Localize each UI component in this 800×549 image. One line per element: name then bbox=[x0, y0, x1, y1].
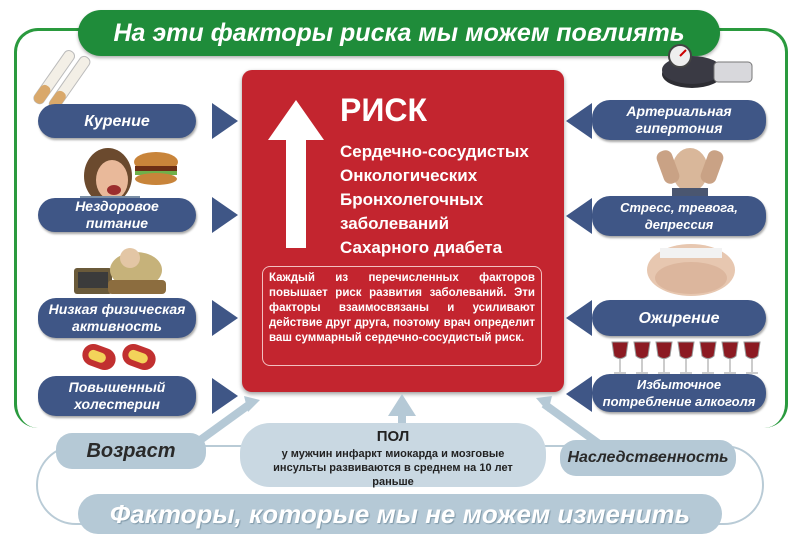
arrow-left-icon bbox=[566, 198, 592, 234]
arrow-right-icon bbox=[212, 300, 238, 336]
risk-line: Сердечно-сосудистых bbox=[340, 142, 529, 161]
factor-low-activity: Низкая физическая активность bbox=[38, 298, 196, 338]
factor-hypertension: Артериальная гипертония bbox=[592, 100, 766, 140]
fixed-factor-age-label: Возраст bbox=[86, 439, 176, 462]
risk-diseases-list: Сердечно-сосудистых Онкологических Бронх… bbox=[340, 140, 529, 260]
risk-line: Онкологических bbox=[340, 166, 478, 185]
factor-cholesterol: Повышенный холестерин bbox=[38, 376, 196, 416]
factor-smoking: Курение bbox=[38, 104, 196, 138]
risk-note: Каждый из перечисленных факторов повышае… bbox=[262, 266, 542, 366]
arrow-right-icon bbox=[212, 378, 238, 414]
factor-unhealthy-diet: Нездоровое питание bbox=[38, 198, 196, 232]
fixed-factor-age: Возраст bbox=[56, 433, 206, 469]
factor-obesity: Ожирение bbox=[592, 300, 766, 336]
fixed-factor-sex: ПОЛ у мужчин инфаркт миокарда и мозговые… bbox=[240, 423, 546, 488]
couch-tv-icon bbox=[74, 248, 166, 294]
stressed-man-icon bbox=[656, 148, 724, 202]
factor-smoking-label: Курение bbox=[84, 112, 150, 130]
factor-stress-label: Стресс, тревога, депрессия bbox=[620, 200, 738, 232]
factor-stress: Стресс, тревога, депрессия bbox=[592, 196, 766, 236]
factor-obesity-label: Ожирение bbox=[638, 309, 720, 327]
fixed-factor-heredity-label: Наследственность bbox=[567, 449, 729, 466]
factor-low-activity-label: Низкая физическая активность bbox=[48, 301, 186, 334]
arrow-left-icon bbox=[566, 103, 592, 139]
risk-line: Сахарного диабета bbox=[340, 238, 503, 257]
arrow-left-icon bbox=[566, 300, 592, 336]
cigarettes-icon bbox=[33, 50, 91, 111]
factor-cholesterol-label: Повышенный холестерин bbox=[68, 379, 166, 412]
page-title: На эти факторы риска мы можем повлиять bbox=[78, 10, 720, 56]
tonometer-icon bbox=[662, 44, 753, 88]
factor-unhealthy-diet-label: Нездоровое питание bbox=[75, 198, 159, 231]
risk-line: заболеваний bbox=[340, 214, 450, 233]
factor-alcohol-label: Избыточное потребление алкоголя bbox=[602, 377, 756, 409]
artery-icon bbox=[82, 343, 156, 371]
fixed-factor-heredity: Наследственность bbox=[560, 440, 736, 476]
burger-eating-icon bbox=[80, 148, 178, 208]
wine-glasses-icon bbox=[611, 341, 761, 374]
factor-alcohol: Избыточное потребление алкоголя bbox=[592, 374, 766, 412]
risk-line: Бронхолегочных bbox=[340, 190, 484, 209]
sex-text: у мужчин инфаркт миокарда и мозговые инс… bbox=[273, 448, 513, 488]
obese-belly-icon bbox=[647, 244, 735, 296]
arrow-right-icon bbox=[212, 197, 238, 233]
arrow-right-icon bbox=[212, 103, 238, 139]
risk-heading: РИСК bbox=[340, 92, 427, 128]
up-arrow-icon bbox=[268, 100, 324, 248]
bottom-title: Факторы, которые мы не можем изменить bbox=[78, 494, 722, 534]
sex-heading: ПОЛ bbox=[376, 428, 410, 445]
arrow-left-icon bbox=[566, 376, 592, 412]
factor-hypertension-label: Артериальная гипертония bbox=[626, 103, 732, 136]
